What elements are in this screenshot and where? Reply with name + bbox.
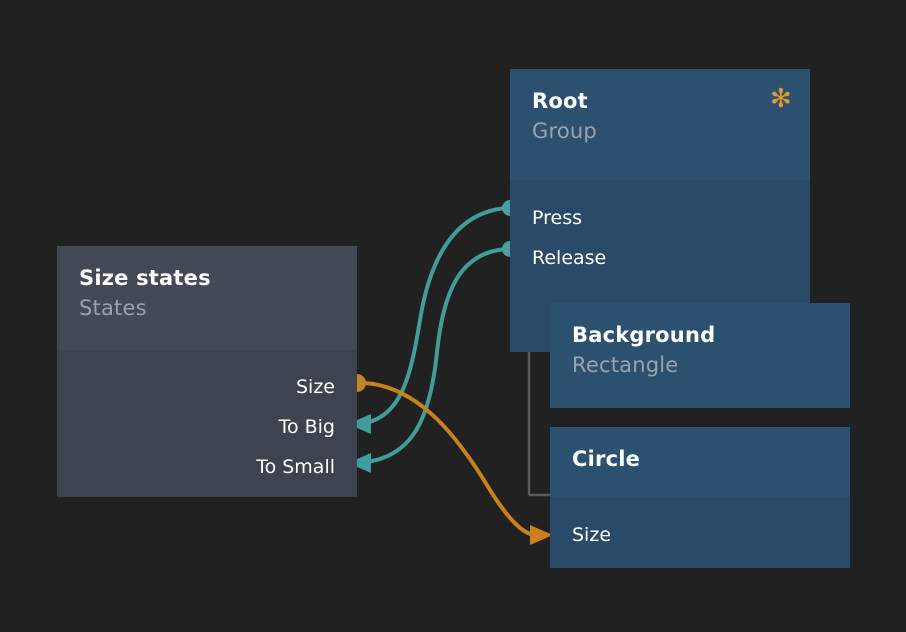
node-background-subtitle: Rectangle [572,353,679,378]
port-row-to-small[interactable]: To Small [57,447,357,487]
node-size-states-header[interactable]: Size states States [57,246,357,350]
node-background-header[interactable]: Background Rectangle [550,303,850,408]
node-size-states-body: Size To Big To Small [57,350,357,497]
node-circle-title: Circle [572,447,641,471]
node-size-states[interactable]: Size states States Size To Big To Small [57,246,357,497]
asterisk-icon[interactable]: ✻ [770,84,792,114]
node-background-title: Background [572,323,716,347]
node-size-states-title: Size states [79,266,211,290]
port-label-circle-size: Size [572,523,612,546]
node-size-states-subtitle: States [79,296,147,321]
node-background[interactable]: Background Rectangle [550,303,850,408]
port-label-to-small: To Small [256,455,335,478]
port-row-to-big[interactable]: To Big [57,407,357,447]
port-label-to-big: To Big [278,415,335,438]
node-circle[interactable]: Circle Size [550,427,850,568]
port-label-release: Release [532,246,607,269]
port-row-circle-size[interactable]: Size [550,515,850,555]
node-circle-header[interactable]: Circle [550,427,850,497]
port-row-release[interactable]: Release [510,238,810,278]
port-row-press[interactable]: Press [510,198,810,238]
node-root-title: Root [532,89,588,113]
port-label-press: Press [532,206,583,229]
port-label-size-output: Size [295,375,335,398]
node-root-header[interactable]: Root Group ✻ [510,69,810,180]
port-row-size-output[interactable]: Size [57,367,357,407]
node-circle-body: Size [550,497,850,568]
node-root-subtitle: Group [532,119,597,144]
